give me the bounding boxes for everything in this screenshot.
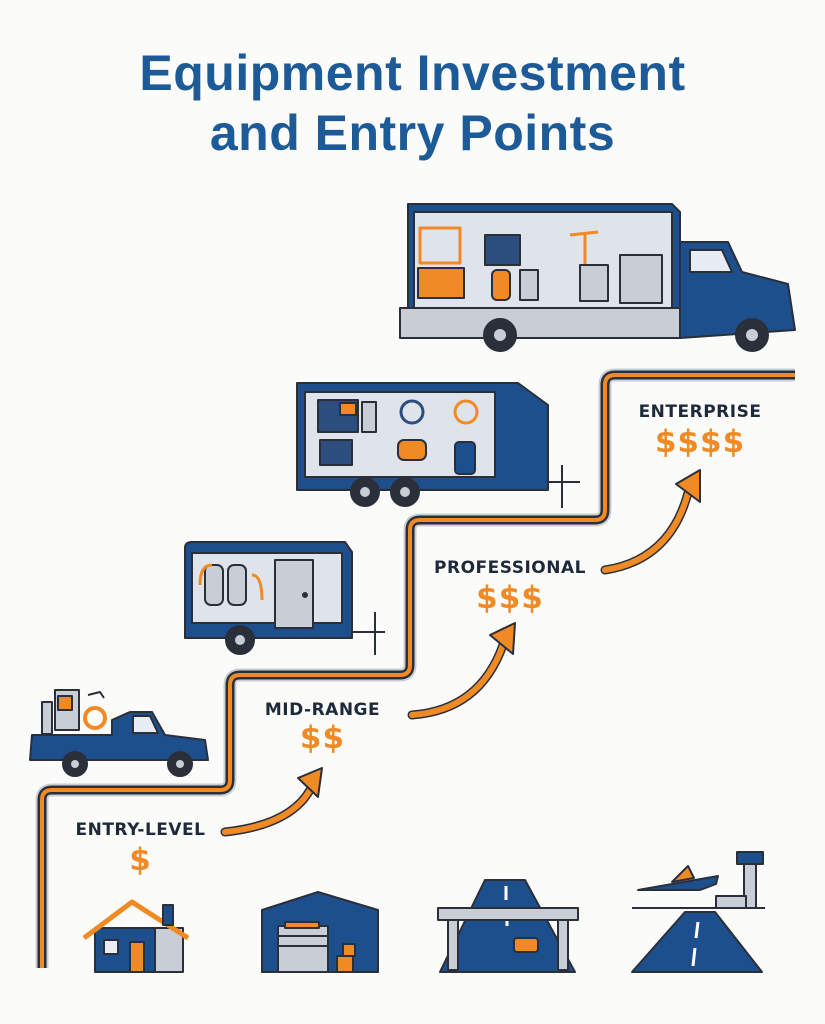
large-trailer-icon xyxy=(296,382,580,508)
staircase-path xyxy=(35,368,795,968)
title-line-2: and Entry Points xyxy=(209,105,616,161)
tier-cost-entry-level: $ xyxy=(129,842,152,878)
tier-cost-enterprise: $$$$ xyxy=(654,424,746,460)
title-line-1: Equipment Investment xyxy=(139,45,686,101)
tier-cost-mid-range: $$ xyxy=(299,720,346,756)
airport-icon xyxy=(631,851,765,973)
small-trailer-icon xyxy=(184,541,385,655)
highway-bridge-icon xyxy=(437,879,579,973)
warehouse-icon xyxy=(261,891,379,973)
tier-cost-professional: $$$ xyxy=(476,580,544,616)
box-truck-icon xyxy=(399,203,796,352)
growth-arrow xyxy=(407,622,516,720)
house-icon xyxy=(82,899,190,973)
growth-arrow xyxy=(220,767,323,837)
tier-label-enterprise: ENTERPRISE xyxy=(638,402,762,422)
tier-label-entry-level: ENTRY-LEVEL xyxy=(75,820,206,840)
tier-label-mid-range: MID-RANGE xyxy=(264,700,381,720)
tier-label-professional: PROFESSIONAL xyxy=(434,558,586,578)
pickup-truck-icon xyxy=(29,689,209,777)
growth-arrow xyxy=(600,469,701,575)
